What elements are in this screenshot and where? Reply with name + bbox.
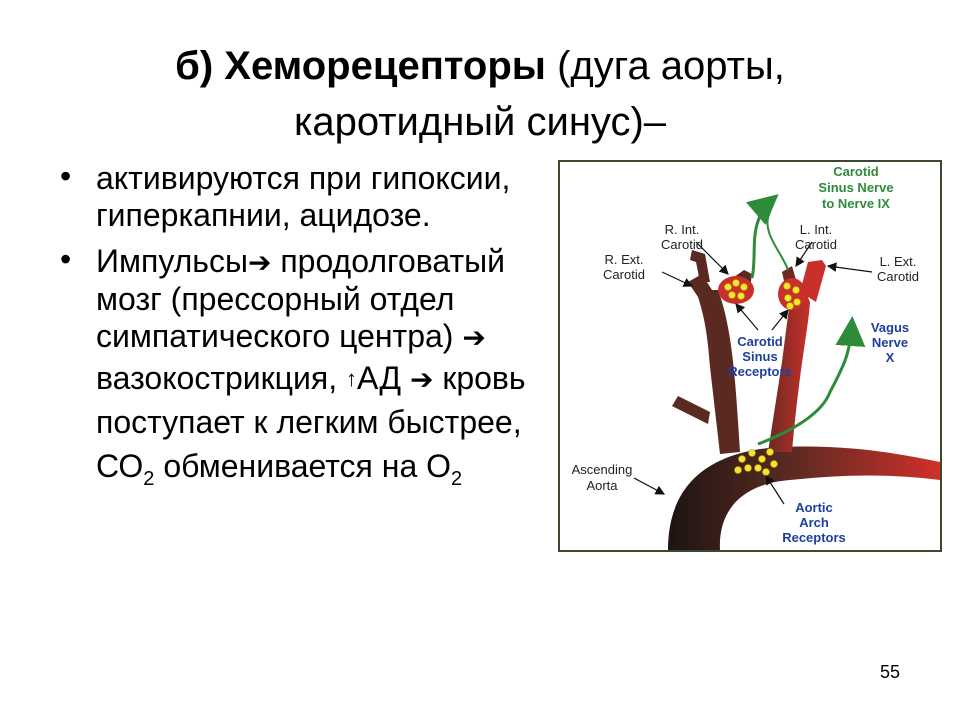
bullet-dot: • — [60, 158, 72, 194]
subscript-2: 2 — [451, 468, 463, 490]
bullet-text-5: кровь поступает к легким быстрее, СО — [96, 360, 526, 484]
aortic-receptor-dots — [734, 448, 778, 476]
carotid-receptor-dots — [724, 279, 801, 310]
title-rest: (дуга аорты, — [545, 44, 785, 88]
r-ext-carotid-label-1: R. Ext. — [604, 252, 643, 267]
left-carotid-vessel — [768, 288, 810, 452]
bullet-text-3: вазокострикция, — [96, 360, 346, 396]
right-arrow-icon: ➔ — [409, 364, 434, 395]
bullet-text-2: продолговатый мозг (прессорный отдел сим… — [96, 243, 506, 354]
carotid-sinus-nerve — [746, 194, 779, 279]
carotid-nerve-label-3: to Nerve IX — [822, 196, 890, 211]
bullet-text-1: Импульсы — [96, 243, 248, 279]
bullet-list: • активируются при гипоксии, гиперкапнии… — [60, 158, 530, 497]
bullet-item: • Импульсы➔ продолговатый мозг (прессорн… — [60, 241, 530, 490]
aortic-arch-label-1: Aortic — [795, 500, 833, 515]
sinus-receptors-label-2: Sinus — [742, 349, 777, 364]
diagram-svg: Carotid Sinus Nerve to Nerve IX R. Int. … — [572, 164, 940, 550]
slide-title: б) Хеморецепторы (дуга аорты, каротидный… — [60, 38, 900, 150]
vagus-label-3: X — [886, 350, 895, 365]
bullet-item: • активируются при гипоксии, гиперкапнии… — [60, 158, 530, 234]
vagus-label-2: Nerve — [872, 335, 908, 350]
bullet-text-4: АД — [356, 360, 410, 396]
up-arrow-icon: ↑ — [345, 366, 357, 391]
title-line2: каротидный синус)– — [293, 100, 667, 144]
aortic-arch-label-3: Receptors — [782, 530, 846, 545]
right-carotid-sinus — [718, 276, 754, 304]
ascending-aorta-label-2: Aorta — [586, 478, 618, 493]
chemoreceptor-diagram: Carotid Sinus Nerve to Nerve IX R. Int. … — [558, 160, 942, 552]
bullet-dot: • — [60, 241, 72, 277]
l-int-carotid-label-1: L. Int. — [800, 222, 833, 237]
right-subclavian-vessel — [672, 396, 710, 424]
l-ext-carotid-label-2: Carotid — [877, 269, 919, 284]
carotid-sinus-nerve-left — [766, 211, 789, 271]
r-ext-carotid-label-2: Carotid — [603, 267, 645, 282]
subscript-2: 2 — [143, 468, 155, 490]
r-int-carotid-label-1: R. Int. — [665, 222, 700, 237]
right-arrow-icon: ➔ — [247, 247, 272, 278]
l-int-carotid-label-2: Carotid — [795, 237, 837, 252]
carotid-nerve-label-2: Sinus Nerve — [818, 180, 893, 195]
l-ext-carotid-label-1: L. Ext. — [880, 254, 917, 269]
sinus-receptors-label-1: Carotid — [737, 334, 783, 349]
title-bold: б) Хеморецепторы — [175, 44, 546, 88]
vagus-nerve — [757, 316, 866, 446]
left-ext-carotid-vessel — [800, 260, 826, 302]
page-number: 55 — [879, 662, 901, 682]
right-arrow-icon: ➔ — [462, 322, 486, 353]
pointer-lines — [633, 241, 873, 505]
r-int-carotid-label-2: Carotid — [661, 237, 703, 252]
aortic-arch-label-2: Arch — [799, 515, 829, 530]
right-ext-carotid-vessel — [690, 250, 710, 282]
vagus-label-1: Vagus — [871, 320, 909, 335]
bullet-text-6: обменивается на О — [154, 448, 452, 484]
ascending-aorta-label-1: Ascending — [572, 462, 633, 477]
carotid-nerve-label-1: Carotid — [833, 164, 879, 179]
right-carotid-vessel — [688, 274, 740, 454]
sinus-receptors-label-3: Receptors — [728, 364, 792, 379]
bullet-text: активируются при гипоксии, гиперкапнии, … — [96, 160, 511, 233]
